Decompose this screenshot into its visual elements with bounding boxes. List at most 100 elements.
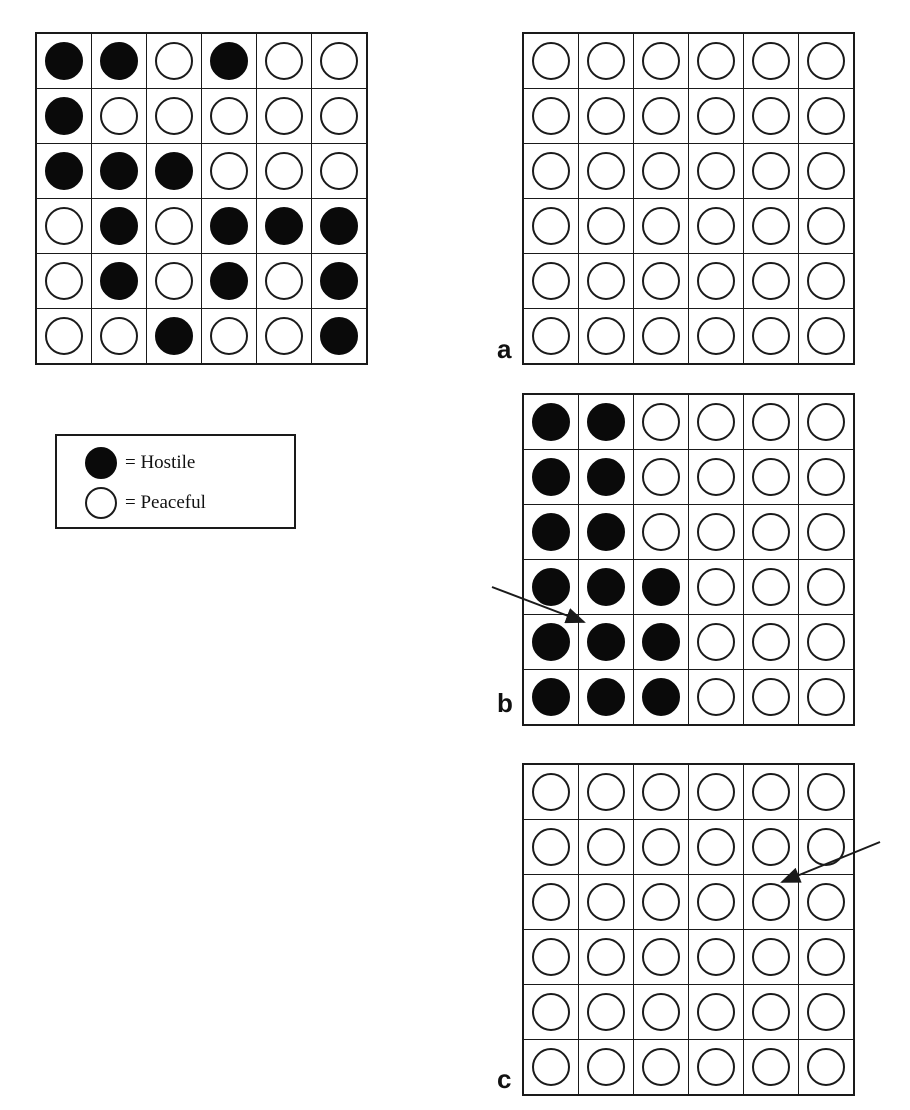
peaceful-dot bbox=[697, 828, 735, 866]
peaceful-dot bbox=[697, 262, 735, 300]
hostile-dot bbox=[100, 207, 138, 245]
grid-cell bbox=[311, 198, 368, 254]
peaceful-dot bbox=[642, 938, 680, 976]
grid-b bbox=[522, 393, 855, 726]
grid-cell bbox=[798, 198, 855, 254]
peaceful-dot bbox=[45, 262, 83, 300]
peaceful-dot bbox=[807, 568, 845, 606]
hostile-dot-icon bbox=[85, 447, 117, 479]
grid-cell bbox=[798, 504, 855, 560]
grid-cell bbox=[798, 559, 855, 615]
grid-cell bbox=[798, 874, 855, 930]
grid-row bbox=[35, 308, 368, 365]
grid-cell bbox=[798, 819, 855, 875]
peaceful-dot bbox=[752, 993, 790, 1031]
hostile-dot bbox=[155, 317, 193, 355]
hostile-dot bbox=[210, 42, 248, 80]
grid-cell bbox=[743, 984, 799, 1040]
peaceful-dot bbox=[752, 403, 790, 441]
grid-cell bbox=[633, 198, 689, 254]
peaceful-dot bbox=[697, 1048, 735, 1086]
grid-cell bbox=[633, 504, 689, 560]
grid-cell bbox=[146, 32, 202, 89]
grid-cell bbox=[578, 874, 634, 930]
grid-cell bbox=[688, 819, 744, 875]
peaceful-dot bbox=[752, 828, 790, 866]
peaceful-dot bbox=[697, 152, 735, 190]
grid-cell bbox=[688, 393, 744, 450]
hostile-dot bbox=[100, 152, 138, 190]
grid-cell bbox=[311, 143, 368, 199]
hostile-dot bbox=[642, 623, 680, 661]
grid-cell bbox=[146, 143, 202, 199]
peaceful-dot bbox=[587, 828, 625, 866]
peaceful-dot bbox=[807, 262, 845, 300]
grid-cell bbox=[743, 393, 799, 450]
grid-cell bbox=[578, 763, 634, 820]
grid-cell bbox=[578, 88, 634, 144]
peaceful-dot bbox=[752, 568, 790, 606]
peaceful-dot bbox=[697, 317, 735, 355]
grid-row bbox=[522, 253, 855, 309]
grid-cell bbox=[633, 393, 689, 450]
grid-row bbox=[522, 1039, 855, 1096]
legend-peaceful: = Peaceful bbox=[85, 486, 206, 520]
peaceful-dot bbox=[320, 97, 358, 135]
grid-row bbox=[522, 308, 855, 365]
peaceful-dot bbox=[697, 403, 735, 441]
peaceful-dot bbox=[752, 42, 790, 80]
hostile-dot bbox=[210, 207, 248, 245]
grid-cell bbox=[633, 669, 689, 726]
grid-row bbox=[522, 198, 855, 254]
grid-cell bbox=[522, 614, 579, 670]
grid-cell bbox=[743, 198, 799, 254]
grid-cell bbox=[35, 198, 92, 254]
peaceful-dot bbox=[587, 938, 625, 976]
grid-cell bbox=[522, 929, 579, 985]
peaceful-dot bbox=[697, 883, 735, 921]
grid-row bbox=[522, 763, 855, 820]
grid-cell bbox=[146, 198, 202, 254]
peaceful-dot bbox=[587, 773, 625, 811]
grid-cell bbox=[311, 308, 368, 365]
peaceful-dot bbox=[532, 773, 570, 811]
peaceful-dot bbox=[697, 993, 735, 1031]
peaceful-dot bbox=[532, 317, 570, 355]
peaceful-dot bbox=[642, 883, 680, 921]
grid-row bbox=[522, 819, 855, 875]
grid-cell bbox=[522, 874, 579, 930]
grid-cell bbox=[146, 253, 202, 309]
peaceful-dot bbox=[807, 938, 845, 976]
peaceful-dot bbox=[697, 513, 735, 551]
peaceful-dot bbox=[642, 993, 680, 1031]
peaceful-dot bbox=[642, 97, 680, 135]
grid-cell bbox=[633, 819, 689, 875]
grid-cell bbox=[578, 32, 634, 89]
grid-cell bbox=[522, 32, 579, 89]
grid-cell bbox=[256, 253, 312, 309]
grid-cell bbox=[688, 32, 744, 89]
grid-cell bbox=[578, 143, 634, 199]
peaceful-dot bbox=[642, 513, 680, 551]
grid-cell bbox=[311, 88, 368, 144]
grid-cell bbox=[578, 198, 634, 254]
peaceful-dot bbox=[532, 883, 570, 921]
hostile-dot bbox=[45, 152, 83, 190]
peaceful-dot bbox=[807, 458, 845, 496]
grid-row bbox=[522, 874, 855, 930]
peaceful-dot bbox=[642, 317, 680, 355]
grid-row bbox=[522, 143, 855, 199]
peaceful-dot bbox=[532, 938, 570, 976]
grid-cell bbox=[743, 308, 799, 365]
peaceful-dot bbox=[587, 883, 625, 921]
peaceful-dot bbox=[752, 317, 790, 355]
peaceful-dot bbox=[642, 828, 680, 866]
peaceful-dot bbox=[807, 403, 845, 441]
peaceful-dot bbox=[532, 42, 570, 80]
grid-cell bbox=[522, 559, 579, 615]
peaceful-dot bbox=[642, 207, 680, 245]
grid-row bbox=[35, 88, 368, 144]
grid-cell bbox=[633, 88, 689, 144]
peaceful-dot bbox=[642, 403, 680, 441]
grid-cell bbox=[578, 614, 634, 670]
